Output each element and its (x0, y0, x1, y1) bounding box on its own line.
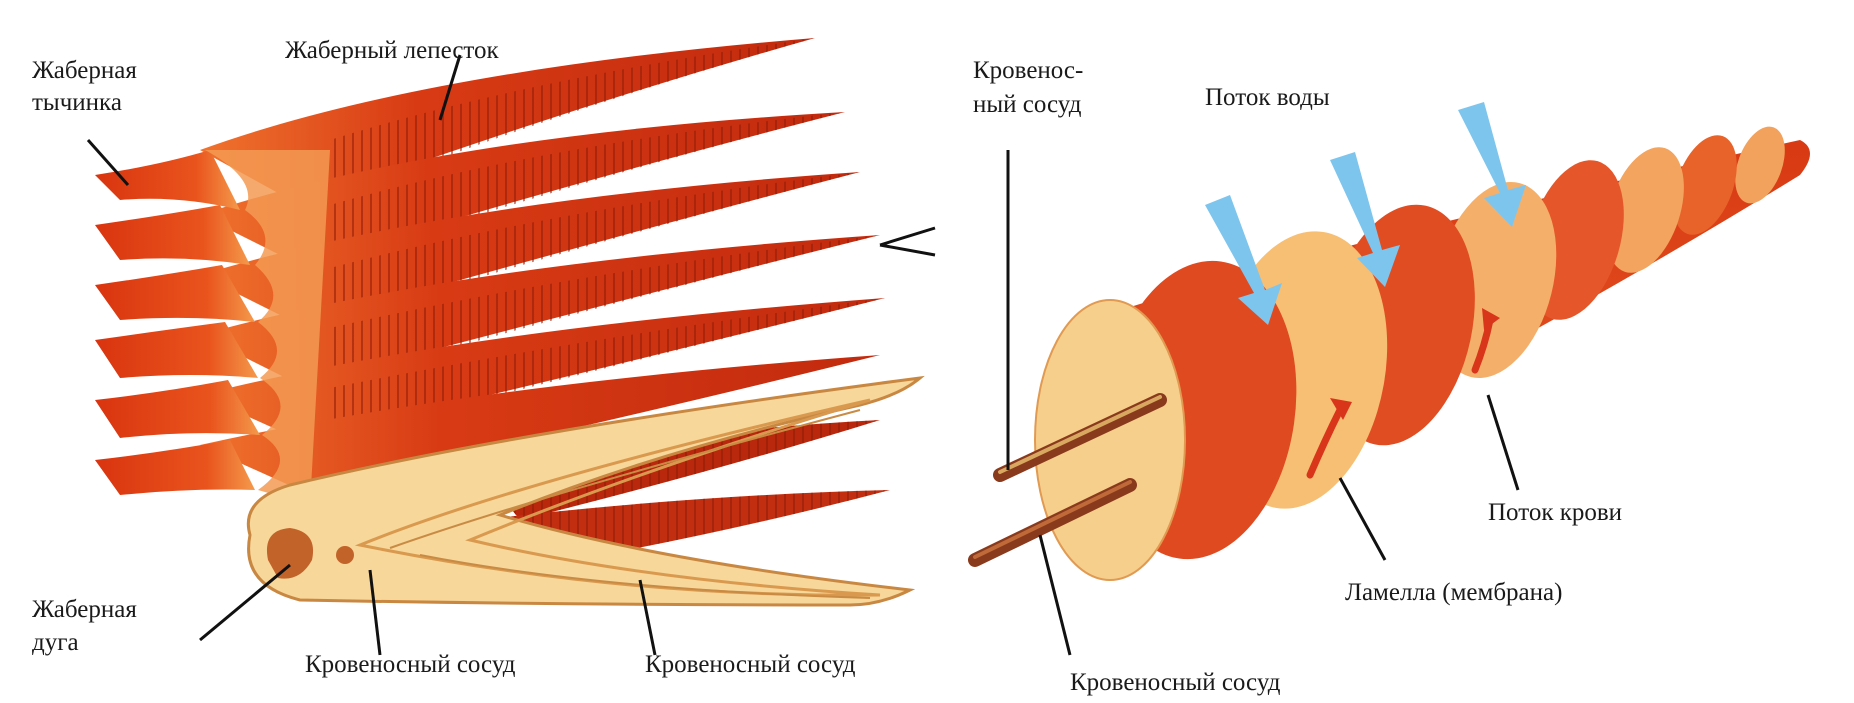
gill-rakers (95, 150, 330, 505)
label-lamella: Ламелла (мембрана) (1345, 579, 1562, 606)
label-gill-raker-line1: Жаберная (32, 57, 137, 84)
label-water-flow: Поток воды (1205, 84, 1330, 111)
label-vessel-top-line1: Кровенос- (973, 57, 1083, 84)
label-blood-vessel-1: Кровеносный сосуд (305, 651, 516, 678)
label-gill-arch-line2: дуга (32, 629, 79, 656)
leader-edge-pointer (880, 228, 935, 255)
right-diagram: Кровенос- ный сосуд Поток воды Поток кро… (973, 57, 1810, 696)
leader-blood-flow (1488, 395, 1518, 490)
gill-raker (95, 440, 255, 495)
label-blood-vessel-2: Кровеносный сосуд (645, 651, 856, 678)
leader-gill-arch (200, 565, 290, 640)
label-gill-raker-line2: тычинка (32, 89, 122, 116)
leader-lamella (1340, 478, 1385, 560)
label-gill-filament: Жаберный лепесток (285, 37, 500, 64)
lamella-cone (1035, 120, 1810, 580)
label-gill-arch-line1: Жаберная (32, 596, 137, 623)
lamella-face-front (1035, 300, 1185, 580)
label-vessel-top-line2: ный сосуд (973, 91, 1082, 118)
left-diagram: Жаберная тычинка Жаберный лепесток Жабер… (32, 37, 935, 678)
label-vessel-bottom: Кровеносный сосуд (1070, 669, 1281, 696)
label-blood-flow: Поток крови (1488, 499, 1622, 526)
blood-vessel-dot (336, 546, 354, 564)
